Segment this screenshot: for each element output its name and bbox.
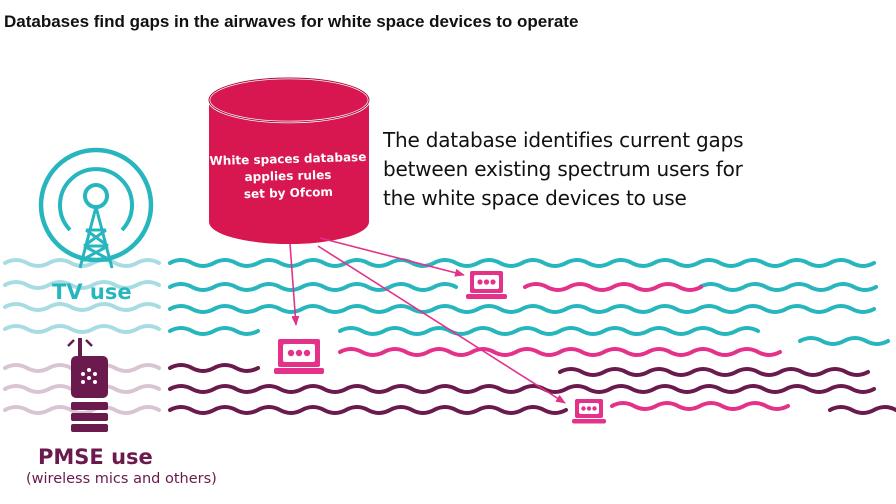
pmse-use-label: PMSE use [38,445,153,469]
database-label: White spaces database applies rules set … [209,149,366,204]
explanation-line: between existing spectrum users for [383,157,743,181]
tv-wave-faint-2 [3,280,161,290]
ws-wave-1 [523,282,703,292]
tv-wave-2a [168,282,458,292]
arrow-to-device-2 [319,237,465,277]
tv-use-label: TV use [52,280,132,304]
pmse-wave-1a [168,363,260,373]
white-space-waves [338,282,790,411]
ws-wave-2 [338,347,782,357]
tv-wave-4b [338,326,760,336]
explanation-line: The database identifies current gaps [383,128,744,152]
explanation-line: the white space devices to use [383,186,687,210]
explanation-text: The database identifies current gaps bet… [383,126,803,213]
tv-wave-1 [168,258,876,268]
diagram-title: Databases find gaps in the airwaves for … [4,12,579,31]
broadcast-tower-icon [38,147,154,269]
tv-wave-4c [798,336,890,346]
wireless-mic-transmitter-icon [67,338,108,432]
ws-wave-3 [610,401,790,411]
database-cylinder [207,76,371,244]
pmse-wave-3a [168,405,568,415]
pmse-wave-3b [828,405,896,415]
tv-waves [3,258,890,346]
arrow-to-device-1 [289,243,300,326]
tv-wave-3 [168,304,876,314]
laptop-icon [274,339,324,374]
tv-wave-faint-3 [3,302,161,312]
arrow-to-device-3 [317,245,566,404]
pmse-wave-1b [558,367,870,377]
pmse-wave-2 [168,384,876,394]
pmse-use-sublabel: (wireless mics and others) [26,471,217,487]
tv-wave-4a [168,326,260,336]
tv-wave-2b [698,282,878,292]
laptop-icon [466,271,507,299]
tv-wave-faint-4 [3,324,161,334]
laptop-icon [572,399,606,424]
allocation-arrows [289,237,566,404]
